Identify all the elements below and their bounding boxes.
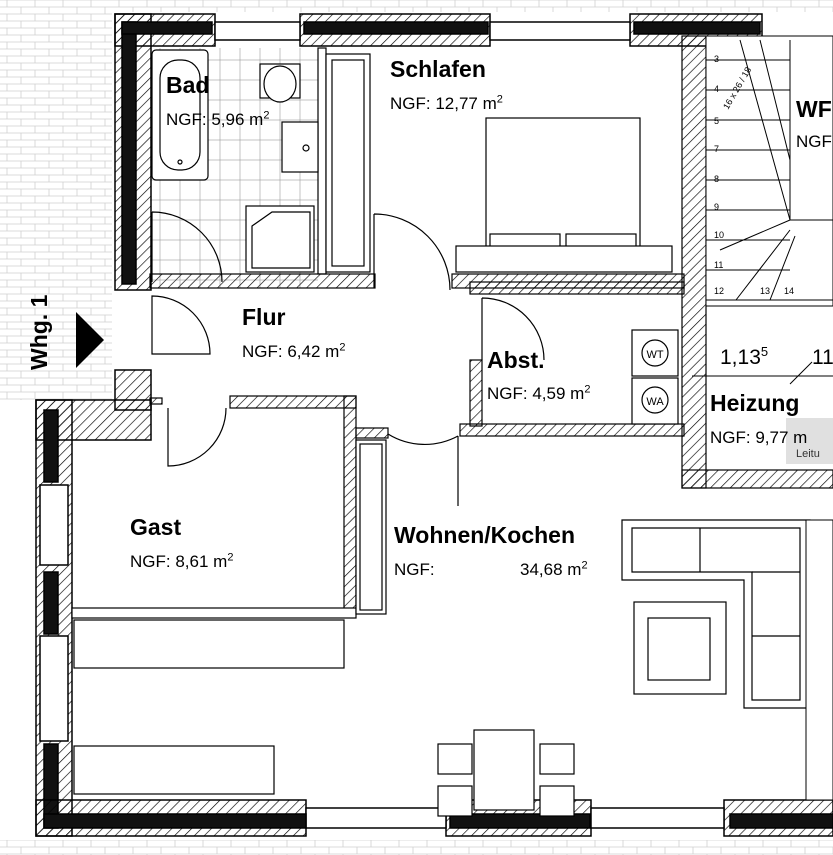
stair: [705, 35, 833, 307]
gast-furniture: [73, 619, 345, 795]
svg-text:4: 4: [714, 84, 719, 94]
bath-fixtures: [151, 49, 319, 273]
room-name-bad: Bad: [166, 72, 210, 98]
svg-text:14: 14: [784, 286, 794, 296]
entrance-arrow-icon: [76, 312, 104, 368]
room-name-wohnen: Wohnen/Kochen: [394, 522, 576, 548]
room-area-bad: NGF: 5,96 m2: [166, 109, 270, 129]
room-area-wohnen: 34,68 m2: [520, 559, 588, 579]
room-name-wf: WF: [796, 96, 832, 122]
svg-text:12: 12: [714, 286, 724, 296]
svg-text:10: 10: [714, 230, 724, 240]
door-swings: [151, 211, 545, 506]
svg-text:11: 11: [714, 260, 723, 270]
svg-text:3: 3: [714, 54, 719, 64]
coffee-table: [633, 601, 727, 695]
room-area-gast: NGF: 8,61 m2: [130, 551, 234, 571]
leitung-label: Leitu: [796, 448, 820, 460]
svg-text:13: 13: [760, 286, 770, 296]
room-area-heizung: NGF: 9,77 m: [710, 428, 808, 447]
room-area-flur: NGF: 6,42 m2: [242, 341, 346, 361]
dining-table: [437, 729, 575, 817]
wt-label: WT: [646, 349, 663, 361]
wardrobes: [325, 53, 387, 615]
appliances: [631, 329, 679, 425]
room-name-heizung: Heizung: [710, 390, 800, 416]
leitung-box: [786, 418, 833, 464]
kitchen-counter: [805, 519, 833, 801]
dimension-1: 1,135: [720, 344, 769, 369]
room-area-abst: NGF: 4,59 m2: [487, 383, 591, 403]
wa-label: WA: [646, 396, 664, 408]
bed: [455, 117, 673, 273]
svg-text:8: 8: [714, 174, 719, 184]
svg-text:7: 7: [714, 144, 719, 154]
room-area-wohnen-prefix: NGF:: [394, 560, 435, 579]
room-name-schlafen: Schlafen: [390, 56, 486, 82]
dimension-2: 11: [812, 346, 833, 369]
unit-label: Whg. 1: [26, 294, 52, 370]
svg-text:9: 9: [714, 202, 719, 212]
room-area-wf: NGF: [796, 132, 832, 151]
room-name-abst: Abst.: [487, 347, 545, 373]
svg-text:5: 5: [714, 116, 719, 126]
room-name-flur: Flur: [242, 304, 286, 330]
room-area-schlafen: NGF: 12,77 m2: [390, 93, 503, 113]
heizung-lines: [692, 316, 833, 470]
room-name-gast: Gast: [130, 514, 182, 540]
